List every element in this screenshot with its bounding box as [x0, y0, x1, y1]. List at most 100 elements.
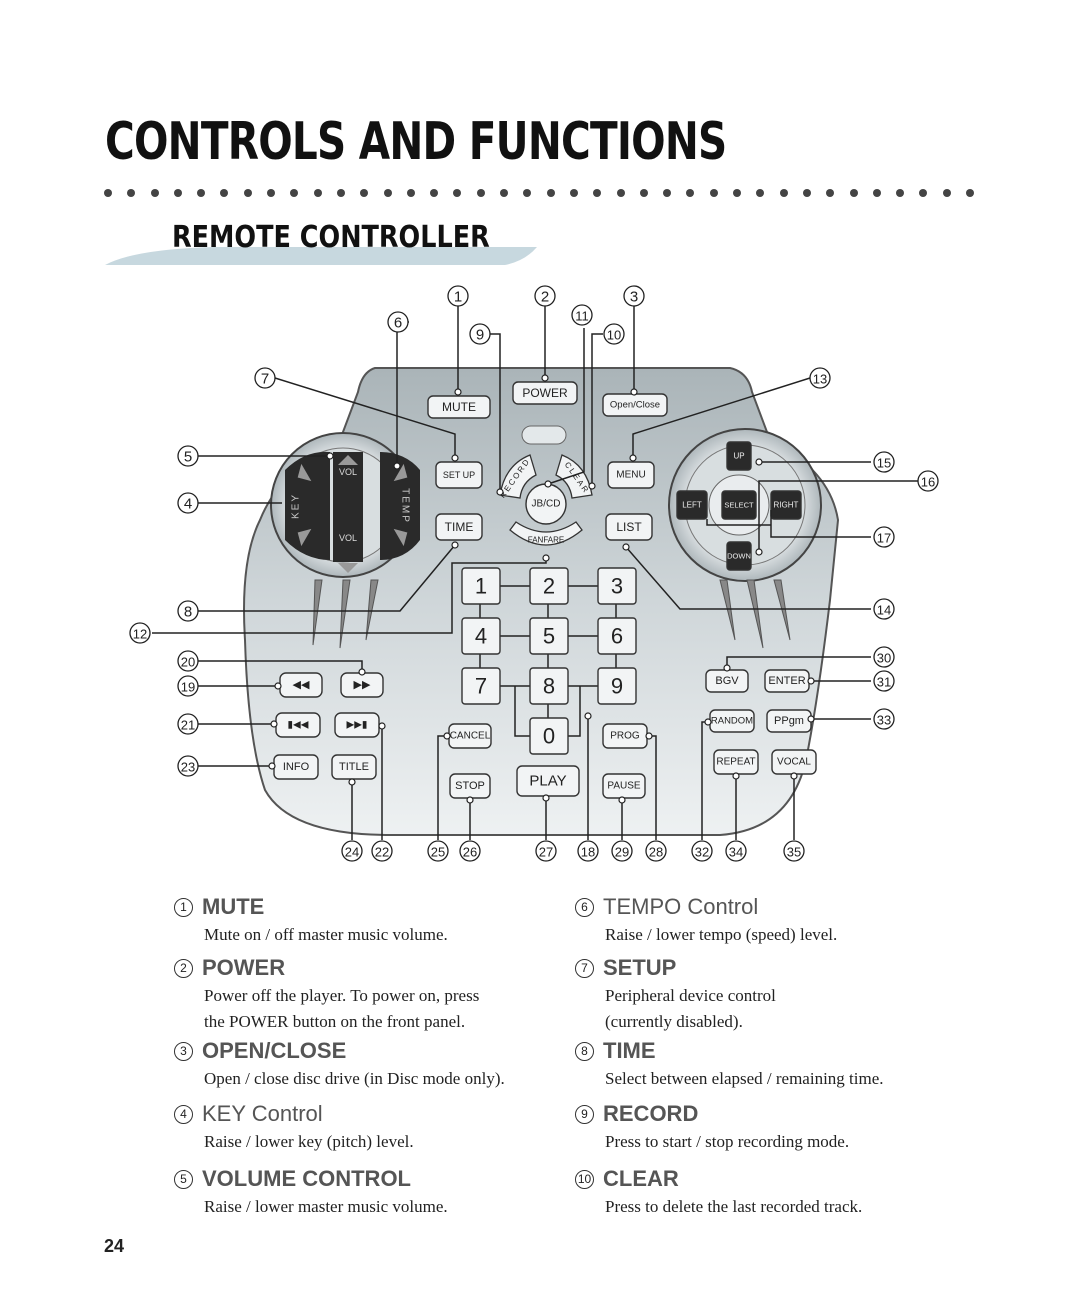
- leader-end: [645, 732, 653, 740]
- leader-line: [566, 686, 581, 737]
- callout-11: 11: [571, 304, 593, 326]
- callout-24: 24: [341, 840, 363, 862]
- callout-number: 26: [463, 845, 477, 860]
- fanfare-button[interactable]: FANFARE: [509, 521, 583, 546]
- time-button[interactable]: TIME: [435, 513, 483, 541]
- digit-7-button[interactable]: 7: [461, 667, 501, 705]
- rewind-button[interactable]: ◀◀: [279, 672, 323, 698]
- description-text: Raise / lower master music volume.: [204, 1197, 448, 1216]
- leader-line: [632, 377, 811, 458]
- jbcd-button[interactable]: JB/CD: [525, 483, 567, 525]
- description-title: POWER: [202, 955, 286, 980]
- callout-number: 35: [787, 845, 801, 860]
- title-button[interactable]: TITLE: [331, 754, 377, 780]
- mute-button[interactable]: MUTE: [427, 395, 491, 419]
- callout-number: 27: [539, 845, 553, 860]
- open-close-button[interactable]: Open/Close: [602, 393, 668, 417]
- description-title: TIME: [603, 1038, 656, 1063]
- leader-end: [755, 548, 763, 556]
- callout-23: 23: [177, 755, 199, 777]
- callout-6: 6: [387, 311, 409, 333]
- divider-dot: [197, 189, 206, 197]
- page-number: 24: [104, 1236, 125, 1256]
- ppgm-button-label: PPgm: [774, 715, 804, 727]
- menu-button-label: MENU: [616, 470, 645, 481]
- digit-9-button[interactable]: 9: [597, 667, 637, 705]
- fast-forward-button[interactable]: ▶▶: [340, 672, 384, 698]
- setup-button[interactable]: SET UP: [435, 461, 483, 489]
- cancel-button-label: CANCEL: [450, 731, 491, 742]
- leader-end: [466, 796, 474, 804]
- down-button[interactable]: DOWN: [726, 541, 752, 571]
- left-button[interactable]: LEFT: [676, 490, 708, 520]
- next-track-button[interactable]: ▶▶▮: [334, 712, 380, 738]
- prog-button[interactable]: PROG: [602, 723, 648, 749]
- previous-track-button-label: ▮◀◀: [288, 720, 309, 731]
- digit-2-button[interactable]: 2: [529, 567, 569, 605]
- digit-5-button[interactable]: 5: [529, 617, 569, 655]
- previous-track-button[interactable]: ▮◀◀: [275, 712, 321, 738]
- leader-line: [726, 656, 871, 668]
- leader-end: [704, 718, 712, 726]
- callout-number: 9: [476, 327, 484, 344]
- digit-4-button[interactable]: 4: [461, 617, 501, 655]
- ppgm-button[interactable]: PPgm: [766, 709, 812, 733]
- description-title: MUTE: [202, 894, 265, 919]
- callout-number: 33: [877, 713, 891, 728]
- random-button[interactable]: RANDOM: [709, 709, 755, 733]
- description-text: Mute on / off master music volume.: [204, 925, 448, 944]
- list-button[interactable]: LIST: [605, 513, 653, 541]
- select-button[interactable]: SELECT: [721, 490, 757, 520]
- dotted-divider: [104, 186, 974, 200]
- digit-0-button[interactable]: 0: [529, 717, 569, 755]
- repeat-button[interactable]: REPEAT: [713, 749, 759, 775]
- bgv-button[interactable]: BGV: [705, 669, 749, 693]
- divider-dot: [453, 189, 462, 197]
- leader-end: [270, 720, 278, 728]
- divider-dot: [500, 189, 509, 197]
- vocal-button[interactable]: VOCAL: [771, 749, 817, 775]
- digit-3-button[interactable]: 3: [597, 567, 637, 605]
- callout-3: 3: [623, 285, 645, 307]
- callout-9: 9: [469, 323, 491, 345]
- down-button-label: DOWN: [727, 552, 751, 561]
- vol-key-temp-pad[interactable]: [285, 451, 420, 573]
- description-title: RECORD: [603, 1101, 699, 1126]
- divider-dot: [733, 189, 742, 197]
- info-button[interactable]: INFO: [273, 754, 319, 780]
- leader-end: [451, 454, 459, 462]
- digit-6-button[interactable]: 6: [597, 617, 637, 655]
- digit-1-button[interactable]: 1: [461, 567, 501, 605]
- description-title: KEY Control: [202, 1101, 323, 1126]
- power-button[interactable]: POWER: [512, 381, 578, 405]
- leader-end: [629, 454, 637, 462]
- digit-8-button[interactable]: 8: [529, 667, 569, 705]
- cancel-button[interactable]: CANCEL: [448, 723, 492, 749]
- right-button[interactable]: RIGHT: [770, 490, 802, 520]
- callout-18: 18: [577, 840, 599, 862]
- leader-end: [274, 682, 282, 690]
- time-button-label: TIME: [445, 520, 474, 534]
- menu-button[interactable]: MENU: [607, 461, 655, 489]
- divider-dot: [709, 189, 718, 197]
- callout-number: 20: [181, 655, 195, 670]
- divider-dot: [220, 189, 229, 197]
- callout-19: 19: [177, 675, 199, 697]
- stop-button[interactable]: STOP: [449, 773, 491, 799]
- pause-button[interactable]: PAUSE: [602, 773, 646, 799]
- up-button[interactable]: UP: [726, 441, 752, 471]
- play-button[interactable]: PLAY: [516, 765, 580, 797]
- divider-dot: [243, 189, 252, 197]
- divider-dot: [779, 189, 788, 197]
- leader-end: [588, 482, 596, 490]
- callout-28: 28: [645, 840, 667, 862]
- callout-number: 8: [184, 604, 192, 621]
- callout-26: 26: [459, 840, 481, 862]
- enter-button[interactable]: ENTER: [764, 669, 810, 693]
- callout-number: 18: [581, 845, 595, 860]
- callout-30: 30: [873, 646, 895, 668]
- description-text: Press to delete the last recorded track.: [605, 1197, 863, 1216]
- description-number: 10: [575, 1169, 594, 1189]
